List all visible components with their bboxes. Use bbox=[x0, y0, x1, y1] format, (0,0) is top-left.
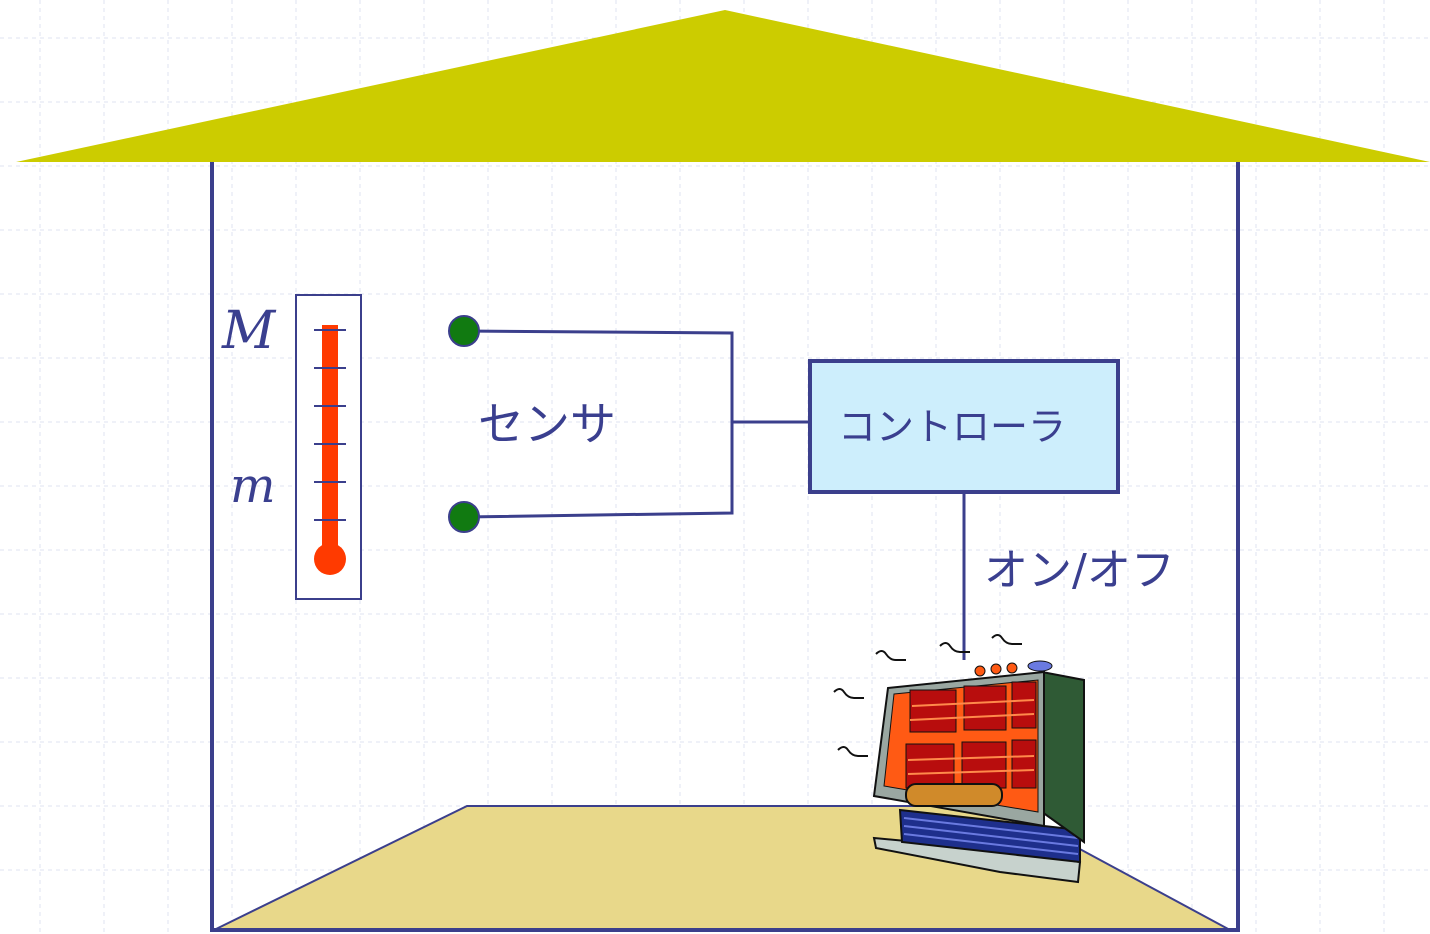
sensor-label: センサ bbox=[478, 397, 616, 451]
sensor-wires bbox=[463, 329, 810, 519]
thermometer-icon bbox=[295, 294, 362, 600]
roof bbox=[16, 10, 1430, 162]
sensor-top-dot bbox=[448, 315, 480, 347]
electric-heater-icon bbox=[833, 634, 1085, 884]
house-walls bbox=[210, 160, 1240, 932]
switch-label: オン/オフ bbox=[984, 545, 1175, 596]
thermometer-max-label: M bbox=[221, 301, 277, 361]
controller-box bbox=[808, 359, 1120, 494]
thermometer-min-label: m bbox=[230, 458, 276, 514]
sensor-bottom-dot bbox=[448, 501, 480, 533]
controller-label: コントローラ bbox=[838, 405, 1066, 449]
